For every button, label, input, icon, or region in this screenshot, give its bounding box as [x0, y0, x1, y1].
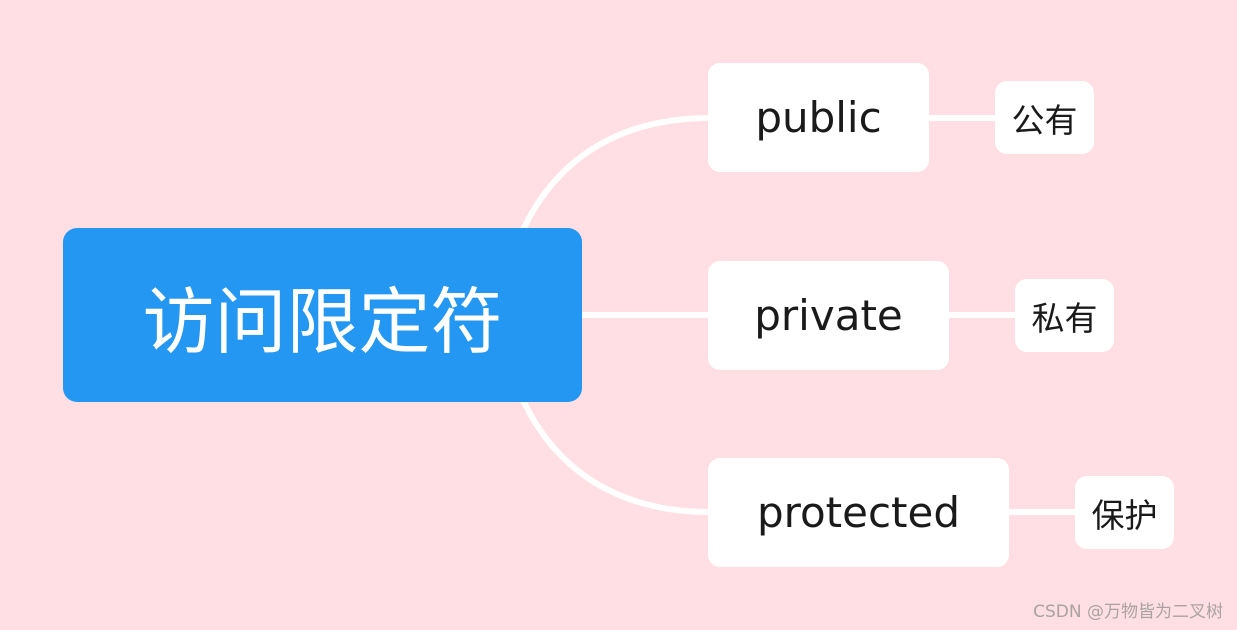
leaf-node-protected[interactable]: 保护 — [1075, 476, 1174, 549]
branch-node-protected[interactable]: protected — [708, 458, 1009, 567]
connector-root-public — [519, 115, 713, 235]
leaf-node-public[interactable]: 公有 — [995, 81, 1094, 154]
root-node[interactable]: 访问限定符 — [63, 228, 582, 402]
branch-node-public[interactable]: public — [708, 63, 929, 172]
connector-root-protected — [519, 395, 713, 515]
watermark-text: CSDN @万物皆为二叉树 — [1033, 602, 1223, 622]
leaf-node-private[interactable]: 私有 — [1015, 279, 1114, 352]
branch-node-private[interactable]: private — [708, 261, 949, 370]
